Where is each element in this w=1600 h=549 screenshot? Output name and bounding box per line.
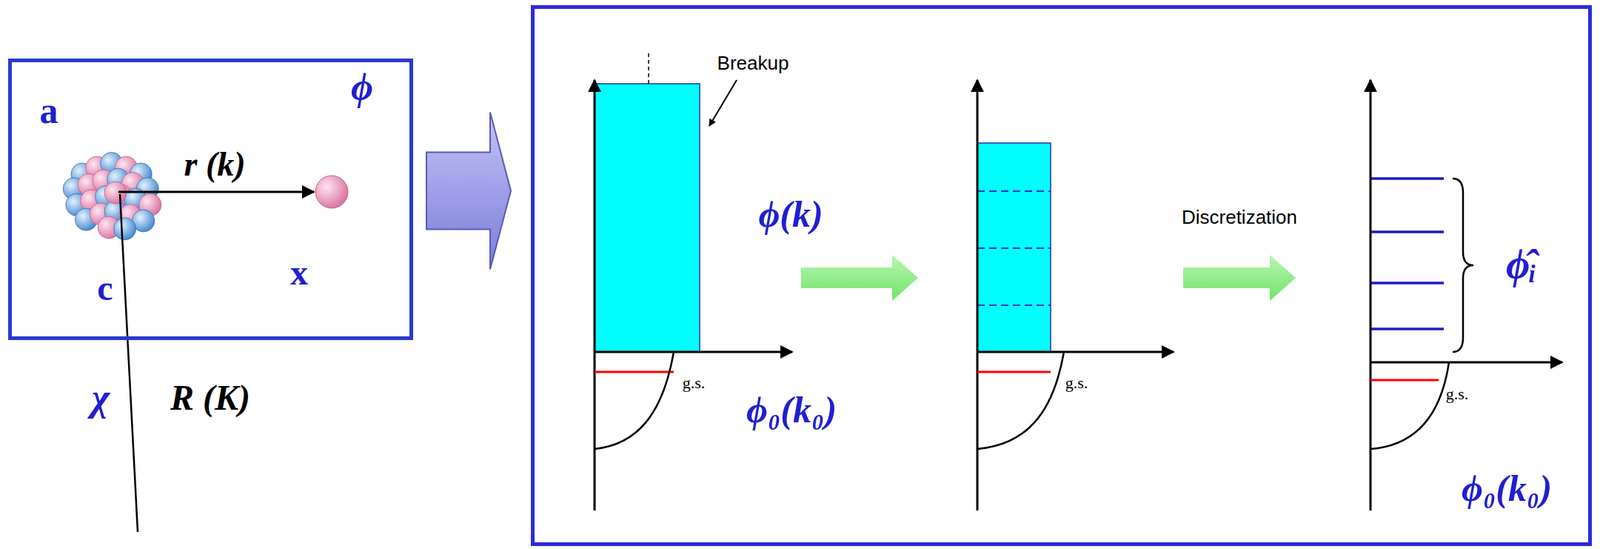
discrete-level	[1370, 230, 1444, 234]
valence-nucleon	[315, 175, 348, 209]
wavefunction-label: ϕ̂ᵢ	[1505, 242, 1538, 289]
continuum-band	[977, 142, 1051, 352]
coordinate-label: r (k)	[183, 145, 246, 184]
coordinate-label: R (K)	[170, 378, 251, 418]
bin-boundary	[977, 304, 1051, 306]
discretization-panel: Breakup ϕ(k) g.s. ϕ₀(k₀) g.s. Discretization g…	[530, 5, 1592, 546]
energy-axis	[976, 79, 979, 511]
ground-state-level	[1370, 379, 1439, 382]
step-arrow	[1183, 254, 1296, 301]
ellipse-shape	[19, 130, 401, 323]
discrete-level	[1370, 281, 1444, 285]
threshold-axis	[977, 350, 1174, 354]
bin-boundary	[977, 190, 1051, 192]
nucleus-label: a	[39, 90, 59, 132]
energy-axis	[1369, 79, 1372, 511]
threshold-axis	[1370, 361, 1563, 364]
state-label: g.s.	[1445, 385, 1469, 403]
continuum-band	[594, 83, 700, 352]
wavefunction-label: ϕ(k)	[758, 193, 823, 235]
particle-label: x	[290, 253, 309, 293]
annotation: Breakup	[717, 52, 790, 75]
potential-curve	[594, 351, 674, 449]
energy-axis	[593, 79, 597, 511]
relative-coordinate-arrow	[118, 191, 314, 194]
state-label: g.s.	[1065, 373, 1089, 392]
discrete-level	[1370, 327, 1444, 331]
neutron-ball	[114, 217, 137, 240]
pointer-arrow	[709, 79, 737, 126]
threshold-axis	[594, 350, 793, 354]
step-label: Discretization	[1181, 206, 1298, 229]
two-body-ellipse: r (k) c x	[18, 128, 403, 325]
wavefunction-label: ϕ	[350, 65, 374, 109]
leader-line	[119, 193, 138, 532]
potential-curve	[977, 351, 1064, 449]
wavefunction-label: ϕ₀(k₀)	[746, 389, 837, 431]
bin-boundary	[977, 247, 1051, 249]
dashed-line	[647, 53, 650, 84]
discrete-level	[1370, 176, 1444, 180]
step-arrow	[801, 254, 919, 301]
core-label: c	[96, 268, 113, 309]
state-label: g.s.	[682, 373, 706, 392]
projectile-box: a ϕ r (k) c x	[8, 58, 414, 340]
block-arrow	[426, 112, 511, 270]
ground-state-level	[977, 370, 1051, 374]
wavefunction-label: ϕ₀(k₀)	[1461, 467, 1552, 509]
potential-curve	[1370, 362, 1449, 449]
core-nucleus	[62, 152, 162, 240]
ground-state-level	[594, 370, 674, 374]
brace	[1452, 178, 1474, 352]
wavefunction-label: χ	[91, 376, 110, 419]
